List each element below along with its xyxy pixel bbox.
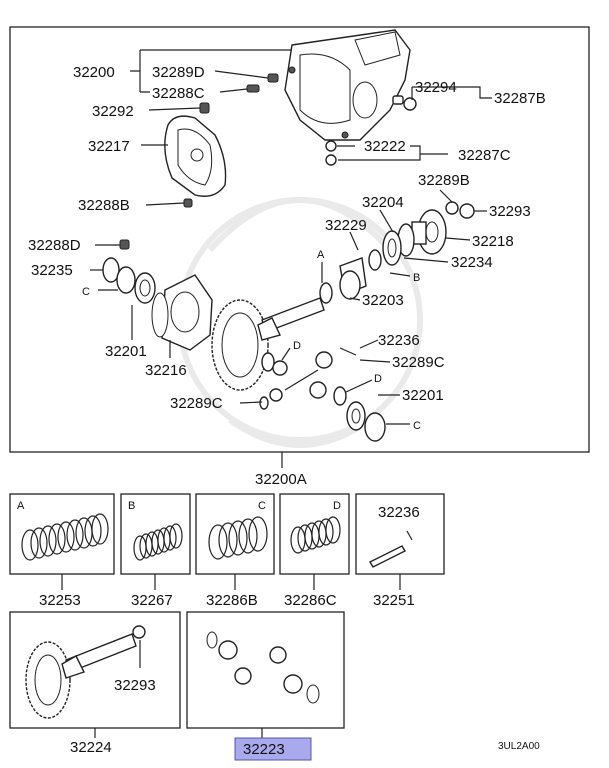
leader-lines [90,49,492,425]
ring-and-pinion-gear [211,297,325,391]
label-32289C-left[interactable]: 32289C [170,395,223,412]
label-32224[interactable]: 32224 [70,739,112,756]
label-32293-set[interactable]: 32293 [114,677,156,694]
ref-D-main-right[interactable]: D [374,373,382,385]
label-32236-kit[interactable]: 32236 [378,504,420,521]
pinion-bearings [319,223,415,304]
label-32229[interactable]: 32229 [325,217,367,234]
label-32223[interactable]: 32223 [243,741,285,758]
label-32201-left[interactable]: 32201 [105,343,147,360]
label-32286C[interactable]: 32286C [284,592,337,609]
label-32292[interactable]: 32292 [92,103,134,120]
kit-shaft-box: 32236 [355,493,445,590]
kit-D-box: D [279,493,350,590]
highlight-32223 [234,737,312,761]
kit-C-tag: C [258,500,266,512]
label-32267[interactable]: 32267 [131,592,173,609]
label-32294[interactable]: 32294 [415,79,457,96]
ref-C-main-right[interactable]: C [413,420,421,432]
kit-B-tag: B [128,500,135,512]
label-32235[interactable]: 32235 [31,262,73,279]
kit-A-box: A [9,493,115,590]
label-32289C-right[interactable]: 32289C [392,354,445,371]
ref-D-main-left[interactable]: D [293,340,301,352]
part-labels: 32200 32289D 32288C 32294 32287B 32292 3… [28,64,546,432]
ref-A[interactable]: A [317,249,325,261]
side-bearing-right [346,401,386,442]
label-32200[interactable]: 32200 [73,64,115,81]
label-32288D[interactable]: 32288D [28,237,81,254]
ref-B[interactable]: B [413,272,420,284]
kit-D-tag: D [333,500,341,512]
kit-A-tag: A [17,500,25,512]
differential-case [151,274,213,351]
label-32200A[interactable]: 32200A [255,471,307,488]
label-32217[interactable]: 32217 [88,138,130,155]
label-32287B[interactable]: 32287B [494,90,546,107]
ref-C-main-left[interactable]: C [82,286,90,298]
label-32253[interactable]: 32253 [39,592,81,609]
kit-C-box: C [195,493,275,590]
side-bearing-left [102,257,156,304]
label-32216[interactable]: 32216 [145,362,187,379]
label-32289D[interactable]: 32289D [152,64,205,81]
set-diff-gears-box [186,611,345,738]
label-32288C[interactable]: 32288C [152,85,205,102]
label-32289B[interactable]: 32289B [418,172,470,189]
label-32201-right[interactable]: 32201 [402,387,444,404]
main-assembly-frame [9,26,590,453]
companion-flange [411,209,447,255]
label-32236-main[interactable]: 32236 [378,332,420,349]
label-32286B[interactable]: 32286B [206,592,258,609]
label-32287C[interactable]: 32287C [458,147,511,164]
label-32203[interactable]: 32203 [362,292,404,309]
diagram-code: 3UL2A00 [498,741,540,752]
label-32222[interactable]: 32222 [364,138,406,155]
label-32218[interactable]: 32218 [472,233,514,250]
rear-cover [164,115,227,197]
carrier-housing [284,29,411,141]
label-32204[interactable]: 32204 [362,194,404,211]
label-32288B[interactable]: 32288B [78,197,130,214]
set-ring-pinion-box: 32293 [9,611,181,738]
label-32293[interactable]: 32293 [489,203,531,220]
differential-internal-gears [259,347,357,410]
label-32251[interactable]: 32251 [373,592,415,609]
label-32234[interactable]: 32234 [451,254,493,271]
kit-B-box: B [120,493,191,590]
